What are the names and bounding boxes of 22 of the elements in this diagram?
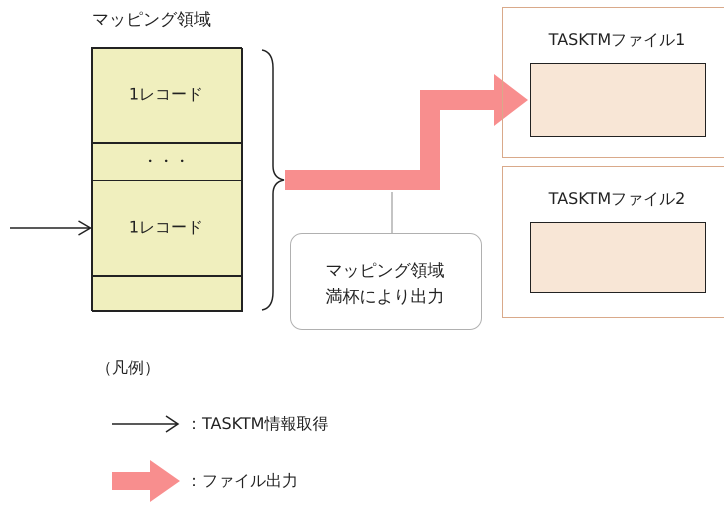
empty-row [90,274,242,310]
output-arrow [285,74,528,190]
area-heading: マッピング領域 [92,9,211,31]
file-name: TASKTMファイル1 [548,30,686,51]
file-frame [502,7,724,158]
arrow [10,220,92,236]
record-label: 1レコード [128,84,204,106]
legend-text: ：TASKTM情報取得 [186,414,328,435]
legend-heading: （凡例） [96,358,160,379]
file-frame [502,166,724,318]
ellipsis-row [90,142,242,181]
record-row [90,46,242,144]
file-box [530,63,706,137]
leader-line [391,192,393,233]
record-label: ・・・ [141,151,191,172]
legend-text: ：ファイル出力 [186,471,298,492]
callout-text: マッピング領域満杯により出力 [325,260,445,309]
callout-box [290,233,482,330]
record-row [90,180,242,276]
record-label: 1レコード [128,218,204,238]
file-name: TASKTMファイル2 [548,189,686,210]
file-box [530,222,706,293]
